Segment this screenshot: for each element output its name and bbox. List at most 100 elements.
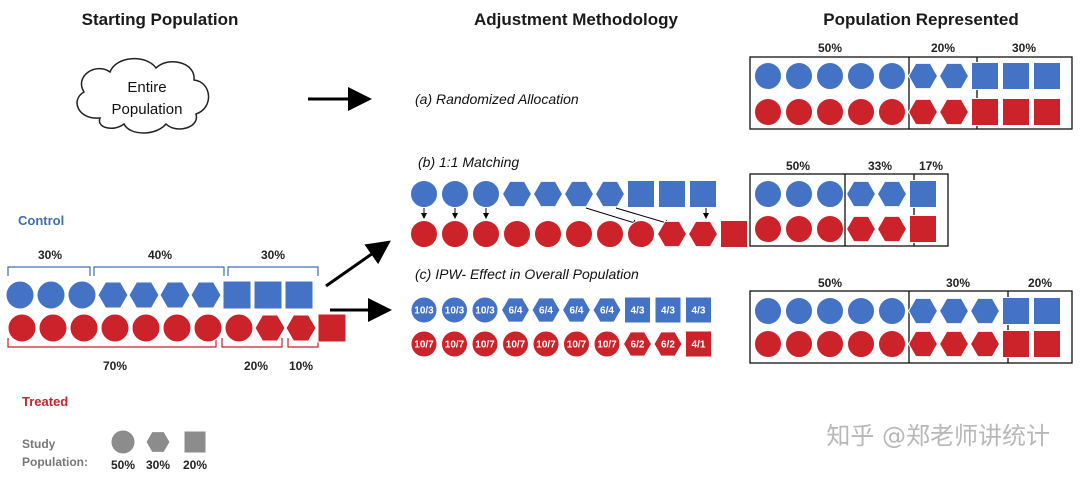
ipw-control-10 [685, 296, 712, 324]
ipw-treated-weight-3: 10/7 [475, 340, 495, 351]
match-control-hexagon-4 [501, 180, 533, 208]
method-a-label: (a) Randomized Allocation [415, 91, 579, 107]
rep-a-treated-square-10 [1033, 98, 1061, 126]
rep-a-treated-circle-2 [785, 98, 813, 126]
start-control-circle-3 [67, 280, 97, 310]
ipw-treated-weight-10: 4/1 [692, 340, 706, 351]
rep-a-treated-hexagon-7 [938, 98, 970, 126]
ipw-treated-weight-4: 10/7 [506, 340, 526, 351]
start-control-hexagon-5 [128, 281, 160, 309]
ipw-treated-weight-1: 10/7 [414, 340, 434, 351]
start-control-pct-1: 30% [38, 248, 62, 262]
rep-c-treated-square-9 [1002, 330, 1030, 358]
ipw-treated-weight-9: 6/2 [661, 340, 675, 351]
rep-b-control-circle-3 [816, 180, 844, 208]
rep-c-treated-square-10 [1033, 330, 1061, 358]
method-b-label: (b) 1:1 Matching [418, 154, 519, 170]
match-treated-circle-7 [596, 220, 624, 248]
legend-title-line1: Study [22, 437, 56, 451]
matching-links [421, 207, 709, 226]
ipw-control-weight-3: 10/3 [475, 306, 495, 317]
start-treated-circle-3 [69, 313, 99, 343]
ipw-control-8 [624, 296, 651, 324]
ipw-control-weight-1: 10/3 [414, 306, 434, 317]
start-treated-circle-4 [100, 313, 130, 343]
rep-c-control-circle-1 [754, 297, 782, 325]
ipw-control-weight-9: 4/3 [661, 306, 675, 317]
match-control-hexagon-5 [532, 180, 564, 208]
rep-a-treated-hexagon-6 [907, 98, 939, 126]
ipw-control-weight-5: 6/4 [539, 306, 553, 317]
rep-a-control-hexagon-6 [907, 62, 939, 90]
ipw-treated-5 [532, 330, 560, 358]
start-treated-hexagon-9 [254, 314, 286, 342]
rep-a-control-square-9 [1002, 62, 1030, 90]
start-control-square-10 [284, 280, 314, 310]
ipw-treated-3 [471, 330, 499, 358]
ipw-control-4 [500, 297, 531, 323]
ipw-treated-6 [563, 330, 590, 358]
rep-b-pct-3: 17% [919, 159, 943, 173]
rep-a-treated-circle-3 [816, 98, 844, 126]
legend-circle-icon [110, 429, 136, 455]
rep-c-control-circle-2 [785, 297, 813, 325]
header-adjustment-methodology: Adjustment Methodology [474, 10, 679, 29]
match-treated-circle-2 [441, 220, 469, 248]
start-treated-hexagon-10 [285, 314, 317, 342]
ipw-control-7 [592, 297, 622, 323]
treated-label: Treated [22, 394, 68, 409]
rep-b-pct-1: 50% [786, 159, 810, 173]
rep-b-treated-circle-2 [785, 215, 813, 243]
header-population-represented: Population Represented [823, 10, 1019, 29]
rep-b-treated-square-6 [909, 215, 937, 243]
ipw-treated-weight-8: 6/2 [631, 340, 645, 351]
rep-c-control-circle-4 [847, 297, 875, 325]
legend-pct-hexagon: 30% [146, 458, 170, 472]
rep-c-pct-1: 50% [818, 276, 842, 290]
start-treated-pct-1: 70% [103, 359, 127, 373]
rep-b-pct-2: 33% [868, 159, 892, 173]
legend-square-icon [183, 430, 207, 454]
ipw-control-weight-2: 10/3 [445, 306, 465, 317]
ipw-treated-1 [410, 330, 438, 358]
arrow-matching [325, 240, 391, 288]
rep-c-treated-hexagon-7 [938, 330, 970, 358]
rep-a-treated-circle-4 [847, 98, 875, 126]
ipw-treated-weight-6: 10/7 [567, 340, 587, 351]
start-treated-circle-7 [193, 313, 223, 343]
start-control-pct-3: 30% [261, 248, 285, 262]
ipw-control-weight-10: 4/3 [692, 306, 706, 317]
start-treated-pct-3: 10% [289, 359, 313, 373]
legend-title-line2: Population: [22, 455, 88, 469]
rep-b-treated-hexagon-4 [845, 215, 877, 243]
start-treated-circle-8 [224, 313, 254, 343]
rep-a-control-hexagon-7 [938, 62, 970, 90]
rep-a-control-square-10 [1033, 62, 1061, 90]
rep-a-control-circle-3 [816, 62, 844, 90]
start-treated-circle-6 [162, 313, 192, 343]
rep-b-control-circle-2 [785, 180, 813, 208]
rep-b-treated-circle-3 [816, 215, 844, 243]
start-control-hexagon-6 [159, 281, 191, 309]
ipw-treated-10 [685, 330, 712, 358]
ipw-control-3 [471, 296, 499, 324]
ipw-control-9 [654, 296, 682, 324]
rep-c-control-circle-5 [878, 297, 906, 325]
ipw-treated-4 [502, 330, 529, 358]
rep-a-control-circle-5 [878, 62, 906, 90]
match-treated-circle-6 [565, 220, 593, 248]
rep-c-pct-3: 20% [1028, 276, 1052, 290]
match-control-circle-1 [410, 180, 438, 208]
legend-pct-circle: 50% [111, 458, 135, 472]
match-treated-hexagon-9 [656, 220, 688, 248]
rep-b-control-hexagon-4 [845, 180, 877, 208]
cloud-icon [76, 57, 210, 134]
rep-c-control-square-9 [1002, 297, 1030, 325]
start-treated-circle-5 [131, 313, 161, 343]
control-label: Control [18, 213, 64, 228]
cloud-label-line1: Entire [127, 79, 166, 96]
match-control-hexagon-7 [594, 180, 626, 208]
legend-pct-square: 20% [183, 458, 207, 472]
